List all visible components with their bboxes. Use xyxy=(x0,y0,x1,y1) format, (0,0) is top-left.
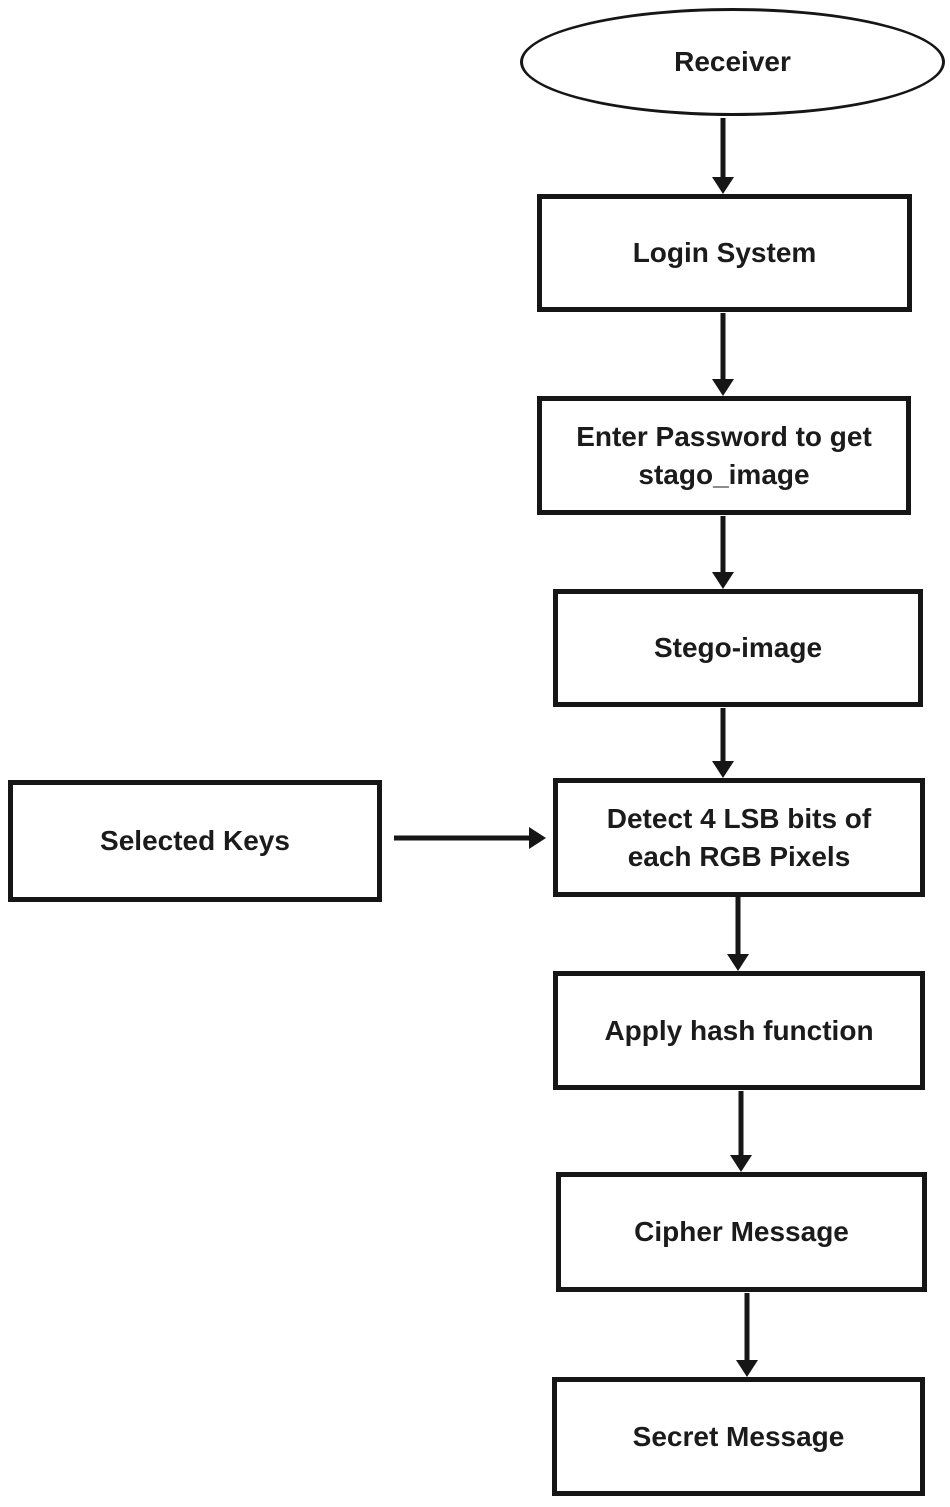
arrow-detect-to-hash xyxy=(726,897,750,971)
node-stego-image-label: Stego-image xyxy=(653,632,823,664)
node-selected-keys: Selected Keys xyxy=(8,780,382,902)
node-cipher-message: Cipher Message xyxy=(556,1172,927,1292)
node-secret-message: Secret Message xyxy=(552,1377,925,1496)
node-cipher-message-label: Cipher Message xyxy=(634,1216,849,1248)
arrow-shaft xyxy=(720,118,726,180)
arrow-down-icon xyxy=(730,1155,752,1172)
arrow-shaft xyxy=(720,313,726,382)
node-receiver: Receiver xyxy=(520,8,945,116)
node-detect-lsb: Detect 4 LSB bits of each RGB Pixels xyxy=(553,778,925,897)
node-apply-hash-label: Apply hash function xyxy=(604,1014,874,1046)
arrow-stego-to-detect xyxy=(711,708,735,778)
arrow-shaft xyxy=(738,1091,744,1158)
arrow-down-icon xyxy=(736,1360,758,1377)
node-login-system-label: Login System xyxy=(632,237,817,269)
arrow-down-icon xyxy=(712,572,734,589)
arrow-cipher-to-secret xyxy=(735,1293,759,1377)
node-login-system: Login System xyxy=(537,194,912,312)
arrow-shaft xyxy=(394,835,532,841)
node-enter-password: Enter Password to get stago_image xyxy=(537,396,911,515)
arrow-shaft xyxy=(735,897,741,957)
arrow-shaft xyxy=(744,1293,750,1363)
arrow-down-icon xyxy=(727,954,749,971)
arrow-down-icon xyxy=(712,379,734,396)
arrow-right-icon xyxy=(529,827,546,849)
node-detect-lsb-label: Detect 4 LSB bits of each RGB Pixels xyxy=(606,802,872,872)
arrow-receiver-to-login xyxy=(711,118,735,194)
arrow-hash-to-cipher xyxy=(729,1091,753,1172)
node-receiver-label: Receiver xyxy=(674,46,791,78)
node-enter-password-label: Enter Password to get stago_image xyxy=(576,420,872,490)
arrow-down-icon xyxy=(712,177,734,194)
arrow-login-to-password xyxy=(711,313,735,396)
arrow-down-icon xyxy=(712,761,734,778)
node-secret-message-label: Secret Message xyxy=(632,1420,845,1452)
arrow-shaft xyxy=(720,516,726,575)
arrow-shaft xyxy=(720,708,726,764)
arrow-password-to-stego xyxy=(711,516,735,589)
arrow-keys-to-detect xyxy=(394,826,546,850)
node-selected-keys-label: Selected Keys xyxy=(100,825,290,857)
node-stego-image: Stego-image xyxy=(553,589,923,707)
node-apply-hash: Apply hash function xyxy=(553,971,925,1090)
